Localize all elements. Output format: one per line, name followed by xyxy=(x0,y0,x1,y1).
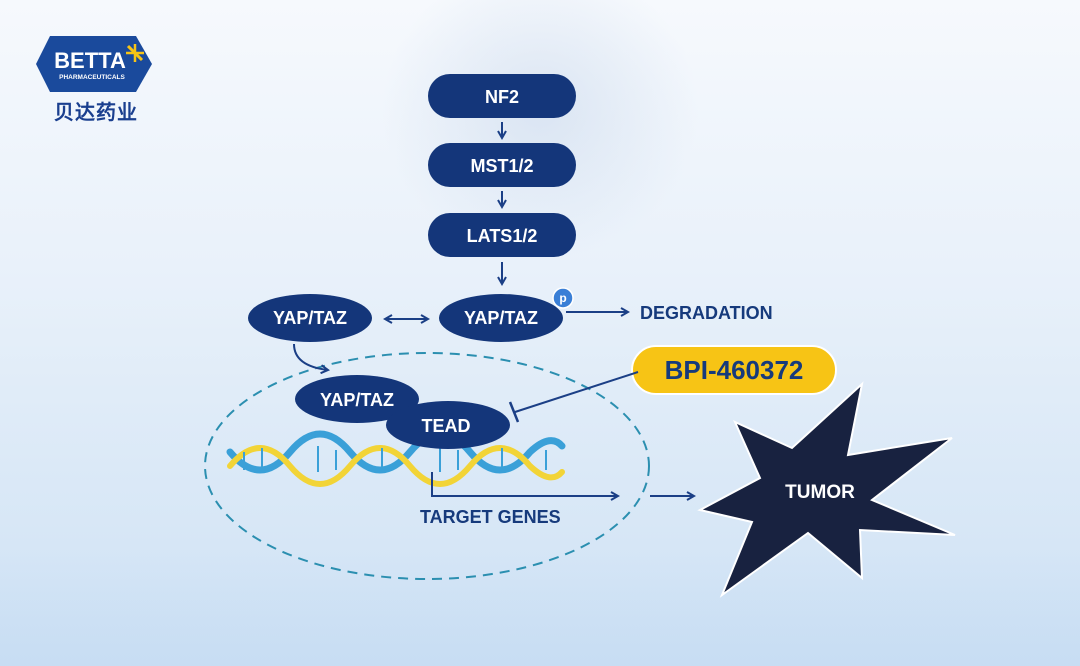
node-nf2-label: NF2 xyxy=(485,87,519,107)
logo-chinese-name: 贝达药业 xyxy=(54,100,138,124)
inhibition-bar xyxy=(508,401,520,423)
dna-helix-icon xyxy=(226,430,566,487)
degradation-label: DEGRADATION xyxy=(640,303,773,323)
node-mst-label: MST1/2 xyxy=(470,156,533,176)
node-mst: MST1/2 xyxy=(428,143,576,187)
node-lats-label: LATS1/2 xyxy=(467,226,538,246)
node-tead-label: TEAD xyxy=(422,416,471,436)
drug-badge: BPI-460372 xyxy=(631,345,837,395)
inhibition-line xyxy=(514,371,639,413)
logo-plus-icon xyxy=(126,44,144,62)
target-genes-label: TARGET GENES xyxy=(420,507,561,527)
arrow-yap-into-nucleus xyxy=(293,343,328,370)
node-yap-inner-label: YAP/TAZ xyxy=(320,390,394,410)
phospho-badge-label: p xyxy=(559,291,566,305)
background-bottom-glow xyxy=(0,546,1080,666)
tumor-starburst-icon: TUMOR xyxy=(697,381,956,598)
node-lats: LATS1/2 xyxy=(428,213,576,257)
logo-sub-text: PHARMACEUTICALS xyxy=(59,74,125,81)
drug-label: BPI-460372 xyxy=(665,355,804,385)
logo-hexagon-icon xyxy=(36,36,152,92)
arrow-target-genes xyxy=(431,472,618,496)
phospho-badge: p xyxy=(552,287,574,309)
nucleus-boundary xyxy=(204,352,650,580)
node-yap-phosphorylated: YAP/TAZ xyxy=(439,294,563,342)
tumor-label: TUMOR xyxy=(785,482,855,503)
node-tead: TEAD xyxy=(386,401,510,449)
node-yap-p-label: YAP/TAZ xyxy=(464,308,538,328)
logo-brand-text: BETTA xyxy=(54,48,126,73)
node-yap-left: YAP/TAZ xyxy=(248,294,372,342)
node-yap-left-label: YAP/TAZ xyxy=(273,308,347,328)
node-nf2: NF2 xyxy=(428,74,576,118)
node-yap-inner: YAP/TAZ xyxy=(295,375,419,423)
betta-logo: BETTA PHARMACEUTICALS xyxy=(36,36,152,92)
